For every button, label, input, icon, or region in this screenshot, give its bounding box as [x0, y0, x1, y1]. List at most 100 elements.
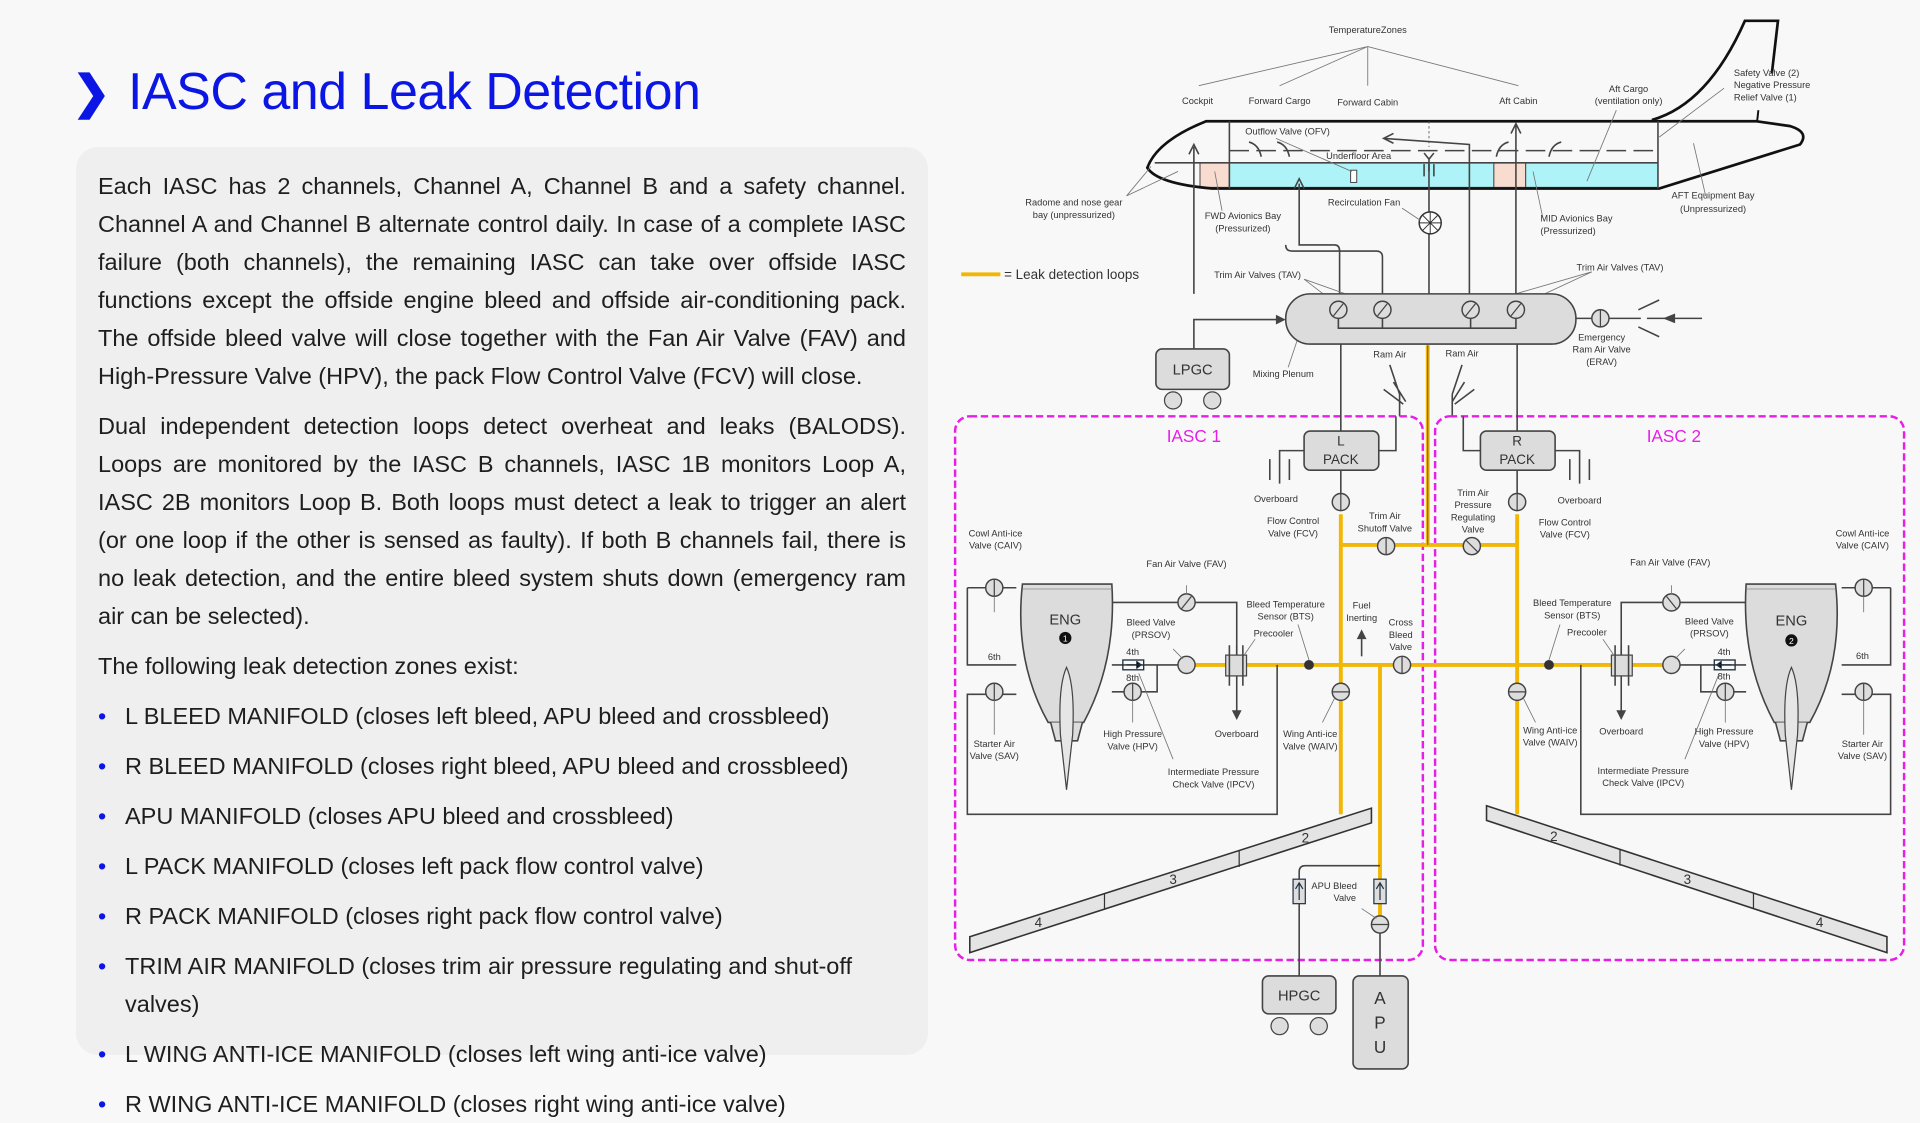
- hpgc-unit: [1261, 975, 1337, 1015]
- list-item: • R PACK MANIFOLD (closes right pack flow…: [98, 897, 906, 935]
- airflow-arrows: [1188, 121, 1562, 317]
- label-prsov-right: Bleed Valve: [1685, 616, 1734, 626]
- zone-text: R PACK MANIFOLD (closes right pack flow …: [125, 903, 723, 929]
- label-fcv-left: Flow Control: [1267, 516, 1319, 526]
- label-fcv-right-2: Valve (FCV): [1540, 530, 1590, 540]
- label-hpv-right: High Pressure: [1695, 727, 1754, 737]
- label-sav-left: Starter Air: [974, 739, 1015, 749]
- label-ipcv-left-2: Check Valve (IPCV): [1172, 779, 1254, 789]
- label-stage-6-right: 6th: [1856, 651, 1869, 661]
- label-mixing-plenum: Mixing Plenum: [1253, 369, 1314, 379]
- label-l-pack: L: [1337, 434, 1345, 449]
- bullet-icon: •: [98, 803, 107, 829]
- label-eng1-number: 1: [1063, 634, 1068, 644]
- engine-number-badge: [1785, 634, 1798, 647]
- iasc1-boundary: [953, 415, 1425, 962]
- zone-text: L WING ANTI-ICE MANIFOLD (closes left wi…: [125, 1041, 767, 1067]
- label-overboard: Overboard: [1215, 729, 1259, 739]
- trim-shutoff-valve-icon: [1376, 536, 1396, 556]
- bullet-icon: •: [98, 703, 107, 729]
- list-item: •TRIM AIR MANIFOLD (closes trim air pres…: [98, 947, 906, 1023]
- label-fuel-inerting-2: Inerting: [1346, 613, 1377, 623]
- label-trim-prv-3: Regulating: [1451, 512, 1495, 522]
- label-precooler-left: Precooler: [1254, 629, 1294, 639]
- label-overboard: Overboard: [1558, 495, 1602, 505]
- label-lpgc: LPGC: [1173, 363, 1213, 379]
- wheel-icon: [1163, 391, 1183, 410]
- cross-bleed-valve-icon: [1392, 655, 1412, 675]
- label-aft-cargo-2: (ventilation only): [1595, 96, 1663, 106]
- list-item: • L BLEED MANIFOLD (closes left bleed, AP…: [98, 697, 906, 735]
- label-wing-zone: 4: [1035, 915, 1043, 930]
- label-trim-prv-4: Valve: [1462, 525, 1485, 535]
- page-title: IASC and Leak Detection: [128, 63, 701, 121]
- label-bts-left-2: Sensor (BTS): [1258, 612, 1314, 622]
- list-item: • L PACK MANIFOLD (closes left pack flow …: [98, 847, 906, 885]
- label-trim-shutoff-2: Shutoff Valve: [1358, 523, 1412, 533]
- label-aft-cargo: Aft Cargo: [1609, 84, 1648, 94]
- label-tav-left: Trim Air Valves (TAV): [1214, 270, 1301, 280]
- label-radome-2: bay (unpressurized): [1033, 210, 1115, 220]
- label-radome: Radome and nose gear: [1025, 198, 1122, 208]
- label-safety-valve: Safety Valve (2): [1734, 68, 1799, 78]
- label-erav-3: (ERAV): [1586, 357, 1617, 367]
- label-r-pack: R: [1512, 434, 1522, 449]
- label-apu-3: U: [1374, 1037, 1386, 1057]
- label-cross-bleed: Cross: [1389, 618, 1414, 628]
- apu-unit: [1352, 975, 1409, 1070]
- label-overboard: Overboard: [1254, 494, 1298, 504]
- label-stage-4-left: 4th: [1126, 647, 1139, 657]
- label-hpv-left: High Pressure: [1103, 729, 1162, 739]
- trim-prv-valve-icon: [1462, 536, 1482, 556]
- list-item: •L WING ANTI-ICE MANIFOLD (closes left w…: [98, 1035, 906, 1073]
- label-mid-avionics: MID Avionics Bay: [1540, 214, 1613, 224]
- label-prsov-left-2: (PRSOV): [1132, 630, 1171, 640]
- label-aft-equipment-2: (Unpressurized): [1680, 204, 1746, 214]
- label-safety-valve-2: Negative Pressure: [1734, 80, 1810, 90]
- label-ipcv-right: Intermediate Pressure: [1598, 766, 1689, 776]
- label-waiv-right-2: Valve (WAIV): [1523, 738, 1578, 748]
- label-ram-air-right: Ram Air: [1446, 348, 1479, 358]
- label-temperature-zones: TemperatureZones: [1329, 25, 1407, 35]
- bullet-icon: •: [98, 903, 107, 929]
- label-underfloor: Underfloor Area: [1326, 151, 1392, 161]
- label-waiv-right: Wing Anti-ice: [1523, 725, 1577, 735]
- label-hpv-right-2: Valve (HPV): [1699, 739, 1749, 749]
- label-caiv-left: Cowl Anti-ice: [969, 528, 1023, 538]
- label-sav-right: Starter Air: [1842, 739, 1883, 749]
- bullet-icon: •: [98, 853, 107, 879]
- list-item: • R BLEED MANIFOLD (closes right bleed, A…: [98, 747, 906, 785]
- label-precooler-right: Precooler: [1567, 628, 1607, 638]
- label-mid-avionics-2: (Pressurized): [1540, 226, 1595, 236]
- underfloor-sensor-icon: [1350, 169, 1358, 183]
- label-wing-zone: 2: [1302, 830, 1309, 845]
- label-cross-bleed-2: Bleed: [1389, 630, 1413, 640]
- wheel-icon: [1203, 391, 1222, 410]
- wheel-icon: [1309, 1016, 1328, 1036]
- mixing-plenum: [1284, 293, 1577, 345]
- label-eng2-number: 2: [1789, 636, 1794, 646]
- bullet-icon: •: [98, 753, 107, 779]
- zone-text: L PACK MANIFOLD (closes left pack flow c…: [125, 853, 704, 879]
- label-eng1: ENG: [1049, 612, 1081, 628]
- label-stage-6-left: 6th: [988, 652, 1001, 662]
- apu-bleed-valve-icon: [1370, 915, 1390, 934]
- label-wing-zone: 3: [1169, 872, 1176, 887]
- label-r-pack-2: PACK: [1499, 452, 1535, 467]
- erav-valve-icon: [1591, 309, 1610, 328]
- label-waiv-left-2: Valve (WAIV): [1283, 741, 1338, 751]
- label-apu-bleed: APU Bleed: [1311, 881, 1356, 891]
- label-caiv-right: Cowl Anti-ice: [1836, 528, 1890, 538]
- label-cockpit: Cockpit: [1182, 96, 1213, 106]
- zone-text: R BLEED MANIFOLD (closes right bleed, AP…: [125, 753, 849, 779]
- label-wing-zone: 2: [1550, 829, 1557, 844]
- left-wing: [969, 807, 1373, 954]
- label-fav-right: Fan Air Valve (FAV): [1630, 558, 1710, 568]
- label-apu-2: P: [1374, 1013, 1385, 1033]
- label-fwd-avionics-2: (Pressurized): [1215, 223, 1270, 233]
- zone-text: R WING ANTI-ICE MANIFOLD (closes right w…: [125, 1091, 786, 1117]
- label-sav-left-2: Valve (SAV): [970, 751, 1019, 761]
- label-wing-zone: 3: [1684, 872, 1691, 887]
- zone-text: L BLEED MANIFOLD (closes left bleed, APU…: [125, 703, 830, 729]
- paragraph-iasc-channels: Each IASC has 2 channels, Channel A, Cha…: [98, 173, 906, 389]
